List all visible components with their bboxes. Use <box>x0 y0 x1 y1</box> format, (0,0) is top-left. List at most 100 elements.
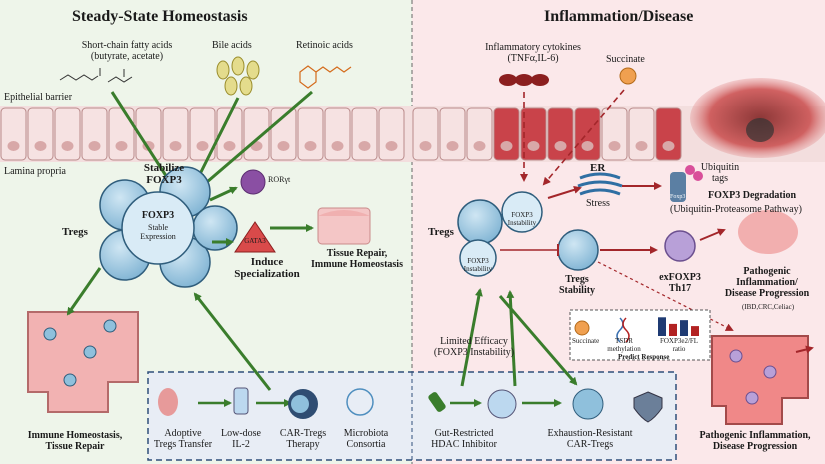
cytokine-clouds <box>499 74 549 86</box>
foxp3-instability-top: FOXP3 Instability <box>502 211 542 228</box>
predict-ratio: FOXP3e2/FL ratio <box>650 337 708 354</box>
therapy-il2-line1: Low-dose <box>221 428 261 439</box>
limited-line1: Limited Efficacy <box>440 336 508 347</box>
predict-bar <box>691 326 699 336</box>
predict-bar-chart <box>658 317 699 336</box>
instability-top-line2: Instability <box>507 218 537 227</box>
predict-tsdr: TSDR methylation <box>604 337 644 354</box>
damaged-tissue <box>690 78 825 158</box>
epithelial-cell <box>574 107 601 161</box>
stable-expression-label: Stable Expression <box>128 223 188 242</box>
ubiquitin-line1: Ubiquitin <box>700 162 740 173</box>
epithelial-cell <box>27 107 54 161</box>
pathogenic-line2: Inflammation/ <box>736 277 798 289</box>
predict-bar <box>680 320 688 336</box>
right-panel-title: Inflammation/Disease <box>544 8 694 25</box>
cytokines-label: Inflammatory cytokines (TNFα,IL-6) <box>468 42 598 64</box>
cell-nucleus <box>446 141 459 151</box>
epithelial-cell <box>324 107 351 161</box>
limited-line2: (FOXP3 Instability) <box>433 347 515 359</box>
pathogenic-label: Pathogenic Inflammation/ Disease Progres… <box>714 266 820 300</box>
predict-bar <box>669 323 677 336</box>
therapy-microbiota-line2: Consortia <box>346 439 386 451</box>
induce-line2: Specialization <box>234 268 300 281</box>
therapy-hdac-line1: Gut-Restricted <box>434 428 494 439</box>
therapy-hdac: Gut-Restricted HDAC Inhibitor <box>424 428 504 450</box>
epithelial-cell <box>81 107 108 161</box>
therapy-car-line2: Therapy <box>286 439 320 451</box>
cell-nucleus <box>223 141 236 151</box>
cell-nucleus <box>277 141 290 151</box>
tsdr-line2: methylation <box>607 344 641 353</box>
foxp3-instability-bottom: FOXP3 Instability <box>458 257 498 274</box>
cell-nucleus <box>7 141 20 151</box>
ubiquitin-label: Ubiquitin tags <box>690 162 750 184</box>
epithelium-left <box>0 106 412 162</box>
epithelial-cell <box>108 107 135 161</box>
epithelial-barrier-label: Epithelial barrier <box>4 92 73 103</box>
therapy-adoptive-line2: Tregs Transfer <box>153 439 213 451</box>
cell-nucleus <box>169 141 182 151</box>
gut-right-line2: Disease Progression <box>712 441 798 453</box>
diseases-label: (IBD,CRC,Celiac) <box>741 303 795 311</box>
scfa-label: Short-chain fatty acids (butyrate, aceta… <box>52 40 202 62</box>
gata3-label: GATA3 <box>244 237 266 245</box>
cell-nucleus <box>385 141 398 151</box>
gata3-triangle <box>234 221 276 253</box>
foxp3-gene-label: FOXP3 <box>141 210 175 221</box>
epithelial-cell <box>520 107 547 161</box>
epithelial-cell <box>547 107 574 161</box>
ratio-line1: FOXP3e2/FL <box>659 337 699 345</box>
therapy-microbiota-line1: Microbiota <box>343 428 389 439</box>
cell-nucleus <box>554 141 567 151</box>
therapy-il2: Low-dose IL-2 <box>216 428 266 450</box>
stabilize-line2: FOXP3 <box>146 174 182 187</box>
er-graphic <box>577 172 623 196</box>
cell-nucleus <box>419 141 432 151</box>
epithelial-cell <box>493 107 520 161</box>
cell-nucleus <box>500 141 513 151</box>
pathogenic-line3: Disease Progression <box>724 288 810 300</box>
succinate-label: Succinate <box>606 54 645 65</box>
left-panel-title: Steady-State Homeostasis <box>72 8 248 25</box>
gut-right-caption: Pathogenic Inflammation, Disease Progres… <box>690 430 820 452</box>
therapy-icons <box>158 387 663 423</box>
scfa-line1: Short-chain fatty acids <box>81 40 173 51</box>
pathogenic-line1: Pathogenic <box>743 266 791 277</box>
predict-succinate: Succinate <box>572 337 600 345</box>
epithelial-cell <box>216 107 243 161</box>
limited-efficacy-label: Limited Efficacy (FOXP3 Instability) <box>414 336 534 358</box>
succinate-dot <box>619 67 637 85</box>
ubiquitin-line2: tags <box>711 173 729 185</box>
epithelial-cell <box>54 107 81 161</box>
rorgt-label: RORγt <box>268 175 291 184</box>
gut-left-line2: Tissue Repair <box>45 441 105 453</box>
cell-nucleus <box>635 141 648 151</box>
cell-nucleus <box>331 141 344 151</box>
epithelial-cell <box>135 107 162 161</box>
epithelial-cell <box>466 107 493 161</box>
cell-nucleus <box>662 141 675 151</box>
cell-nucleus <box>34 141 47 151</box>
therapy-microbiota: Microbiota Consortia <box>338 428 394 450</box>
therapy-exhaustion-line1: Exhaustion-Resistant <box>547 428 633 439</box>
stabilize-line1: Stabilize <box>143 162 185 174</box>
th17-cell <box>664 230 696 262</box>
cell-nucleus <box>196 141 209 151</box>
proteasome-icon <box>670 165 703 202</box>
epithelial-cell <box>162 107 189 161</box>
cell-nucleus <box>473 141 486 151</box>
lamina-propria-label: Lamina propria <box>4 166 66 177</box>
tissue-repair-graphic <box>317 207 371 245</box>
exfoxp3-label: exFOXP3 Th17 <box>652 272 708 294</box>
predict-response-label: Predict Response <box>618 353 670 361</box>
epithelial-cell <box>378 107 405 161</box>
tissue-repair-line1: Tissue Repair, <box>326 248 388 259</box>
tregs-right-label: Tregs <box>428 226 454 238</box>
cell-nucleus <box>358 141 371 151</box>
cell-nucleus <box>581 141 594 151</box>
tregs-left-label: Tregs <box>62 226 88 238</box>
gut-left-line1: Immune Homeostasis, <box>27 430 123 441</box>
